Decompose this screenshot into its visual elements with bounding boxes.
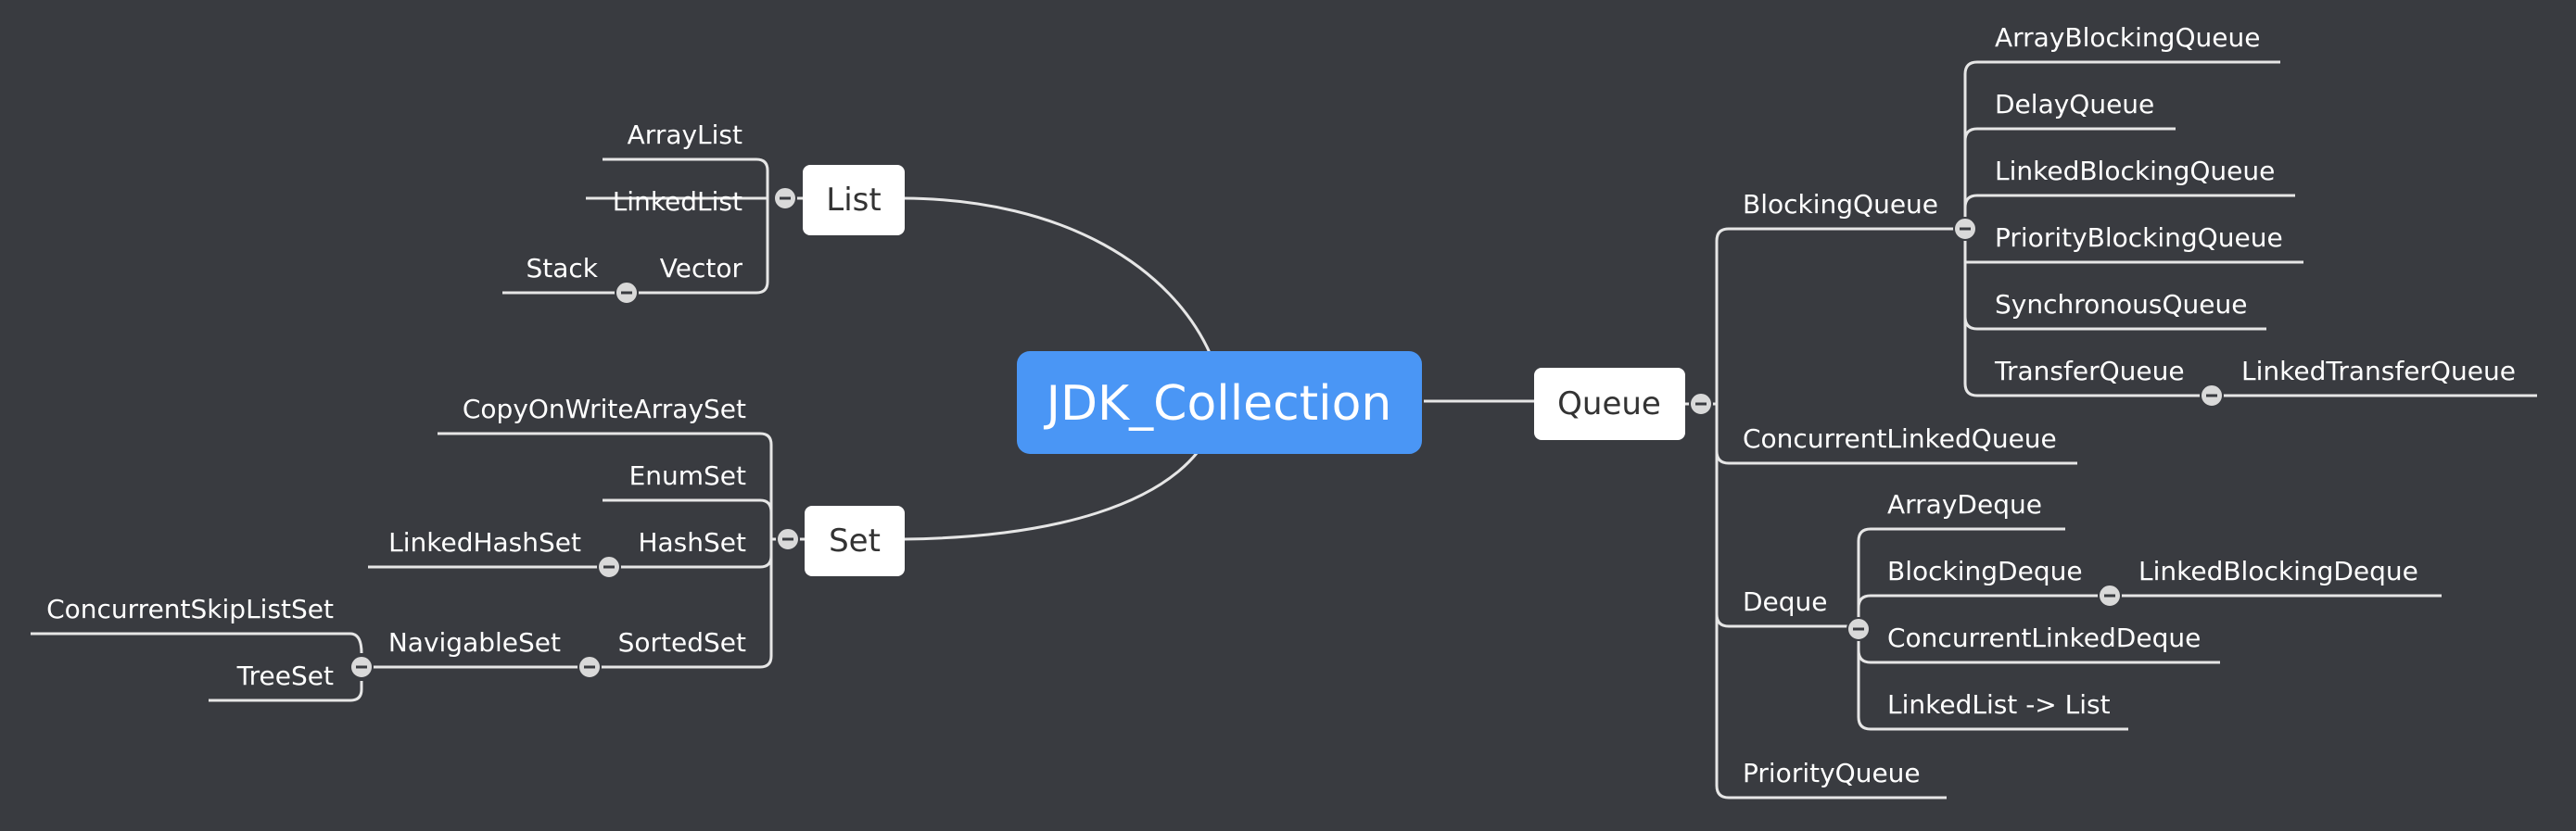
node-copyonwritearrayset[interactable]: CopyOnWriteArraySet xyxy=(463,394,746,424)
connector-root-list xyxy=(903,196,1212,356)
root-node-label: JDK_Collection xyxy=(1044,376,1392,432)
set-node[interactable]: Set xyxy=(805,506,905,576)
node-vector[interactable]: Vector xyxy=(660,253,743,283)
node-concurrentskiplistset[interactable]: ConcurrentSkipListSet xyxy=(46,594,334,624)
node-sortedset[interactable]: SortedSet xyxy=(618,627,746,658)
list-branch: ArrayList LinkedList Vector Stack List xyxy=(502,120,905,305)
node-linkedlist-list[interactable]: LinkedList -> List xyxy=(1887,689,2111,720)
queue-node[interactable]: Queue xyxy=(1534,368,1685,440)
root-connectors xyxy=(903,196,1536,541)
node-linkedblockingqueue[interactable]: LinkedBlockingQueue xyxy=(1995,156,2275,186)
node-priorityqueue[interactable]: PriorityQueue xyxy=(1743,758,1921,788)
minus-circle-icon[interactable] xyxy=(776,527,800,551)
node-navigableset[interactable]: NavigableSet xyxy=(388,627,561,658)
node-delayqueue[interactable]: DelayQueue xyxy=(1995,89,2154,120)
minus-circle-icon[interactable] xyxy=(349,655,374,679)
minus-circle-icon[interactable] xyxy=(615,281,639,305)
root-node[interactable]: JDK_Collection xyxy=(1017,351,1422,454)
minus-circle-icon[interactable] xyxy=(577,655,602,679)
node-concurrentlinkeddeque[interactable]: ConcurrentLinkedDeque xyxy=(1887,623,2201,653)
node-concurrentlinkedqueue[interactable]: ConcurrentLinkedQueue xyxy=(1743,423,2057,454)
node-deque[interactable]: Deque xyxy=(1743,586,1828,617)
node-linkedlist[interactable]: LinkedList xyxy=(613,186,742,217)
queue-branch: Queue BlockingQueue ArrayBlockingQueue D… xyxy=(1534,22,2537,800)
list-node[interactable]: List xyxy=(803,165,905,235)
node-stack[interactable]: Stack xyxy=(526,253,598,283)
minus-circle-icon[interactable] xyxy=(2200,384,2224,408)
node-transferqueue[interactable]: TransferQueue xyxy=(1994,356,2185,386)
set-branch: CopyOnWriteArraySet EnumSet HashSet Link… xyxy=(31,394,905,702)
node-linkedhashset[interactable]: LinkedHashSet xyxy=(388,527,581,558)
connector-root-set xyxy=(903,451,1199,541)
set-node-label: Set xyxy=(829,523,881,560)
minus-circle-icon[interactable] xyxy=(1689,392,1713,416)
minus-circle-icon[interactable] xyxy=(597,555,621,579)
node-linkedtransferqueue[interactable]: LinkedTransferQueue xyxy=(2241,356,2516,386)
queue-node-label: Queue xyxy=(1557,385,1661,422)
node-arraylist[interactable]: ArrayList xyxy=(628,120,742,150)
node-linkedblockingdeque[interactable]: LinkedBlockingDeque xyxy=(2138,556,2418,586)
node-treeset[interactable]: TreeSet xyxy=(236,661,334,691)
node-blockingdeque[interactable]: BlockingDeque xyxy=(1887,556,2083,586)
node-blockingqueue[interactable]: BlockingQueue xyxy=(1743,189,1938,220)
node-enumset[interactable]: EnumSet xyxy=(629,460,746,491)
node-synchronousqueue[interactable]: SynchronousQueue xyxy=(1995,289,2247,320)
minus-circle-icon[interactable] xyxy=(1846,617,1871,641)
minus-circle-icon[interactable] xyxy=(2098,584,2122,608)
node-arraydeque[interactable]: ArrayDeque xyxy=(1887,489,2042,520)
node-hashset[interactable]: HashSet xyxy=(638,527,746,558)
minus-circle-icon[interactable] xyxy=(773,186,797,210)
minus-circle-icon[interactable] xyxy=(1953,217,1977,241)
node-priorityblockingqueue[interactable]: PriorityBlockingQueue xyxy=(1995,222,2283,253)
list-node-label: List xyxy=(826,182,881,219)
node-arrayblockingqueue[interactable]: ArrayBlockingQueue xyxy=(1995,22,2260,53)
